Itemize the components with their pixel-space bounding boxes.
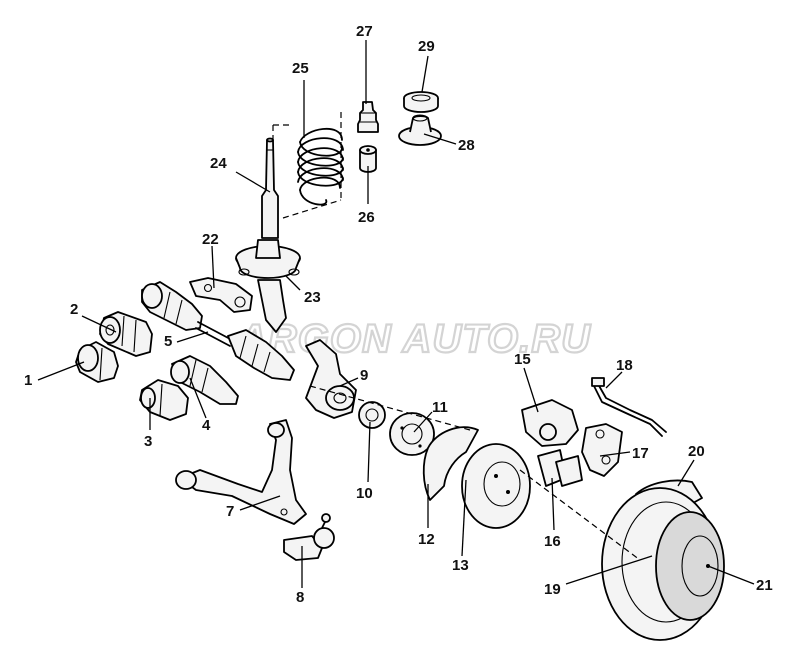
callout-13: 13 bbox=[452, 557, 469, 574]
part-17-caliper-bracket bbox=[581, 423, 623, 477]
part-24-strut-rod bbox=[261, 137, 279, 239]
part-16-pads bbox=[537, 449, 583, 487]
callout-28: 28 bbox=[458, 137, 475, 154]
part-3-boot bbox=[139, 379, 189, 421]
callout-18: 18 bbox=[616, 357, 633, 374]
part-4-boot bbox=[170, 355, 239, 405]
callout-labels: 1 2 3 4 5 7 8 9 10 11 12 13 15 16 17 18 … bbox=[24, 23, 773, 606]
callout-4: 4 bbox=[202, 417, 211, 434]
callout-15: 15 bbox=[514, 351, 531, 368]
callout-5: 5 bbox=[164, 333, 172, 350]
part-28-spring-seat bbox=[398, 114, 442, 146]
callout-29: 29 bbox=[418, 38, 435, 55]
part-15-caliper bbox=[521, 399, 579, 447]
callout-23: 23 bbox=[304, 289, 321, 306]
part-19-21-rear-disc bbox=[601, 487, 725, 641]
callout-25: 25 bbox=[292, 60, 309, 77]
callout-17: 17 bbox=[632, 445, 649, 462]
callout-12: 12 bbox=[418, 531, 435, 548]
callout-9: 9 bbox=[360, 367, 368, 384]
callout-11: 11 bbox=[432, 399, 448, 416]
callout-8: 8 bbox=[296, 589, 304, 606]
part-2-bush bbox=[99, 311, 153, 357]
callout-2: 2 bbox=[70, 301, 78, 318]
callout-20: 20 bbox=[688, 443, 705, 460]
callout-10: 10 bbox=[356, 485, 373, 502]
part-23-strut-housing bbox=[235, 239, 301, 333]
callout-16: 16 bbox=[544, 533, 561, 550]
watermark: ARGON AUTO.RU bbox=[236, 316, 591, 362]
part-5-drive-shaft bbox=[141, 281, 295, 381]
part-27-bump-stop bbox=[357, 101, 379, 133]
callout-27: 27 bbox=[356, 23, 373, 40]
watermark-text: ARGON AUTO.RU bbox=[237, 317, 591, 361]
callout-21: 21 bbox=[756, 577, 773, 594]
callout-3: 3 bbox=[144, 433, 152, 450]
part-29-mount-ring bbox=[403, 91, 439, 113]
part-9-knuckle bbox=[305, 339, 357, 419]
callout-7: 7 bbox=[226, 503, 234, 520]
callout-1: 1 bbox=[24, 372, 32, 389]
part-13-brake-disc bbox=[461, 443, 531, 529]
part-8-ball-joint bbox=[283, 513, 335, 561]
part-26-dust-cap bbox=[359, 145, 377, 173]
part-10-bearing bbox=[358, 401, 386, 429]
part-1-bush bbox=[75, 341, 119, 383]
part-11-hub bbox=[389, 412, 435, 456]
part-25-coil-spring bbox=[272, 112, 344, 219]
leader-lines bbox=[37, 40, 755, 588]
callout-19: 19 bbox=[544, 581, 561, 598]
part-18-brake-hose bbox=[591, 377, 667, 437]
part-7-control-arm bbox=[175, 419, 307, 525]
assembly-axis bbox=[309, 385, 641, 561]
callout-26: 26 bbox=[358, 209, 375, 226]
callout-24: 24 bbox=[210, 155, 227, 172]
part-12-splash-shield bbox=[422, 426, 479, 501]
part-22-bracket bbox=[189, 277, 253, 313]
callout-22: 22 bbox=[202, 231, 219, 248]
